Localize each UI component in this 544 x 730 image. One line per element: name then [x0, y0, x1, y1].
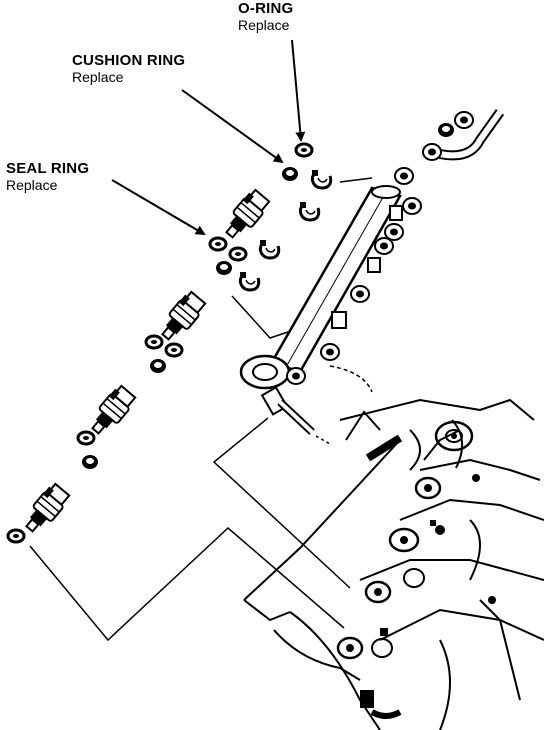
cushion-ring-action: Replace: [72, 69, 124, 86]
fuel-rail: [270, 167, 422, 374]
pressure-regulator: [239, 354, 315, 435]
seal-ring-action: Replace: [6, 177, 58, 194]
engine-head: [243, 398, 544, 730]
o-ring-callout: O-RING Replace: [238, 0, 293, 33]
guide-lines: [29, 295, 373, 642]
engine-hardware: [346, 433, 496, 708]
seal-ring-callout: SEAL RING Replace: [6, 160, 89, 193]
fuel-feed-line: [339, 109, 505, 183]
cushion-ring-label: CUSHION RING: [72, 52, 186, 69]
o-ring-action: Replace: [238, 17, 290, 34]
cushion-ring-callout: CUSHION RING Replace: [72, 52, 185, 85]
clips: [238, 168, 333, 292]
o-ring-label: O-RING: [238, 0, 294, 17]
callout-arrows: [111, 39, 306, 236]
seal-ring-label: SEAL RING: [6, 160, 90, 177]
injectors: [19, 187, 273, 538]
